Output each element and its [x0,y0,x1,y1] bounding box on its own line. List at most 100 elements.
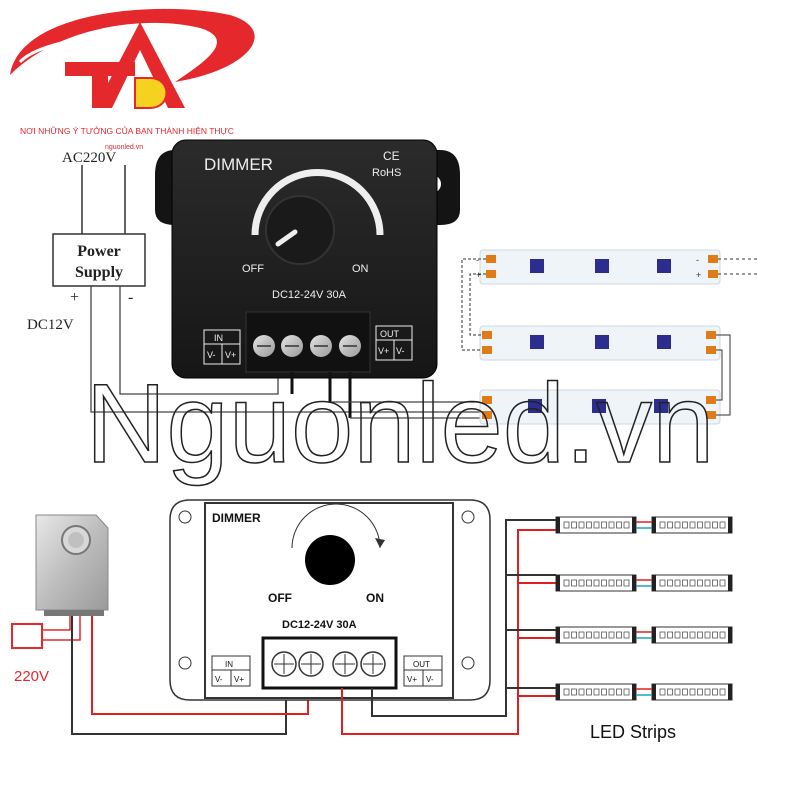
led-chip [601,579,607,587]
minus-label: - [128,289,133,306]
led-chip [578,688,585,696]
led-chip [682,521,688,529]
led-chip [623,521,630,529]
led-chip [659,631,666,639]
led-chip [659,688,666,696]
led-chip [697,631,703,639]
top-dimmer-knob [265,195,335,265]
led-chip [601,631,607,639]
logo-slogan: NƠI NHỮNG Ý TƯỞNG CỦA BẠN THÀNH HIỆN THỰ… [20,125,234,136]
led-chip [586,688,592,696]
strip-end [632,575,636,591]
led-chip [719,631,726,639]
led-chip [667,688,673,696]
strip-end [556,627,560,643]
led-chip [586,631,592,639]
top-out-vm: V- [396,346,405,356]
rohs-mark: RoHS [372,167,401,179]
power-supply-line1: Power [77,243,121,260]
led-chip [719,521,726,529]
bottom-dimmer-title: DIMMER [212,511,261,525]
bottom-led-strips [555,516,733,701]
led-chip [616,521,622,529]
svg-text:+: + [476,270,481,280]
strip-end [632,627,636,643]
top-terminal-screws [253,335,361,357]
top-power-supply: AC220V Power Supply + - DC12V [27,150,480,413]
top-out-vp: V+ [378,346,389,356]
dc12v-label: DC12V [27,317,74,333]
led-chip [674,579,681,587]
led-chip [674,521,681,529]
strip-end [632,684,636,700]
led-chip [578,579,585,587]
top-in-label: IN [214,333,223,343]
top-out-label: OUT [380,329,400,339]
bottom-terminal-screws [271,651,386,677]
led-chip [601,521,607,529]
led-chip [563,521,570,529]
led-chip [616,688,622,696]
top-rating-label: DC12-24V 30A [272,289,347,301]
led-chip [697,688,703,696]
top-dimmer: DIMMER CE RoHS OFF ON DC12-24V 30A IN V-… [155,139,490,419]
led-chip [571,579,577,587]
plus-label: + [70,289,79,306]
led-chip [623,579,630,587]
ac220v-label: AC220V [62,150,116,166]
strip-end [556,684,560,700]
bottom-in-vm: V- [215,675,223,684]
led-chip [689,521,696,529]
led-chip [593,631,600,639]
ce-mark: CE [383,149,400,163]
bottom-dimmer-knob [305,535,355,585]
bottom-dimmer: DIMMER OFF ON DC12-24V 30A IN V- V+ OUT … [169,499,556,735]
strip-end [632,517,636,533]
v220-label: 220V [14,668,49,685]
bottom-in-label: IN [225,660,233,669]
bottom-power-adapter: 220V [11,514,309,735]
led-chip [689,688,696,696]
led-chip [608,631,615,639]
led-chip [712,521,718,529]
led-chip [704,521,711,529]
bottom-out-vm: V- [426,675,434,684]
led-chip [704,688,711,696]
led-chip [659,521,666,529]
led-chip [586,579,592,587]
strip-end [652,627,656,643]
strip-end [652,575,656,591]
led-chip [697,579,703,587]
led-chip [712,579,718,587]
top-led-strips: - + - + [461,249,760,425]
brand-logo: NƠI NHỮNG Ý TƯỞNG CỦA BẠN THÀNH HIỆN THỰ… [10,8,255,151]
bottom-in-vp: V+ [234,675,244,684]
led-chip [608,579,615,587]
top-dimmer-title: DIMMER [204,155,273,174]
led-chip [593,579,600,587]
led-chip [601,688,607,696]
led-chip [704,579,711,587]
led-chip [563,631,570,639]
led-chip [667,631,673,639]
bottom-out-vp: V+ [407,675,417,684]
power-supply-line2: Supply [75,264,123,281]
led-chip [608,688,615,696]
led-chip [593,521,600,529]
led-chip [578,521,585,529]
svg-text:-: - [696,255,699,265]
led-chip [667,521,673,529]
led-chip [712,688,718,696]
bottom-rating-label: DC12-24V 30A [282,619,357,631]
led-chip [571,521,577,529]
strip-end [728,575,732,591]
led-chip [586,521,592,529]
led-chip [659,579,666,587]
led-chip [571,688,577,696]
top-on-label: ON [352,263,369,275]
led-chip [571,631,577,639]
led-chip [719,579,726,587]
top-off-label: OFF [242,263,264,275]
watermark: Nguonled.vn [86,361,715,486]
